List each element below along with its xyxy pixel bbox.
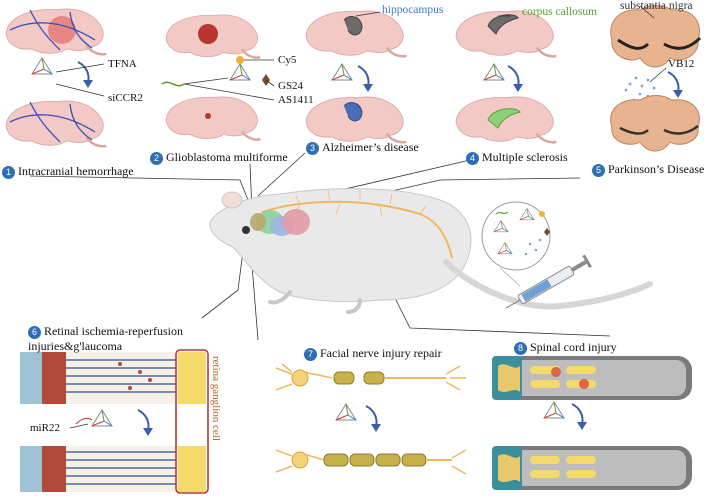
label-vb12: VB12 — [668, 58, 695, 70]
badge-1: 1 — [2, 165, 15, 179]
label-tfna: TFNA — [108, 58, 137, 70]
label-hippocampus: hippocampus — [382, 4, 444, 16]
panel-intracranial-hemorrhage — [4, 7, 108, 148]
badge-3: 3 — [306, 141, 319, 155]
badge-5: 5 — [592, 163, 605, 177]
badge-2: 2 — [150, 151, 163, 165]
label-gs24: GS24 — [278, 80, 304, 92]
panel-facial-nerve — [275, 363, 467, 475]
label-mir22: miR22 — [30, 422, 60, 434]
label-as1411: AS1411 — [278, 94, 314, 106]
syringe-inset — [481, 201, 592, 309]
badge-7: 7 — [304, 347, 317, 361]
panel-alzheimers — [304, 9, 408, 144]
badge-8: 8 — [514, 341, 527, 355]
rat-illustration — [209, 188, 653, 314]
panel-glioblastoma — [161, 13, 275, 141]
badge-4: 4 — [466, 151, 479, 165]
label-substantia-nigra: substantia nigra — [620, 0, 693, 12]
panel-multiple-sclerosis — [454, 9, 558, 144]
label-cy5: Cy5 — [278, 54, 297, 66]
badge-6: 6 — [28, 325, 41, 339]
panel-retina — [20, 349, 209, 494]
label-corpus-callosum: corpus callosum — [522, 6, 598, 18]
panel-spinal-cord — [492, 356, 692, 490]
label-retina-ganglion-cell: retina ganglion cell — [210, 356, 222, 441]
panel-parkinsons — [610, 5, 702, 152]
label-siccr2: siCCR2 — [108, 92, 143, 104]
